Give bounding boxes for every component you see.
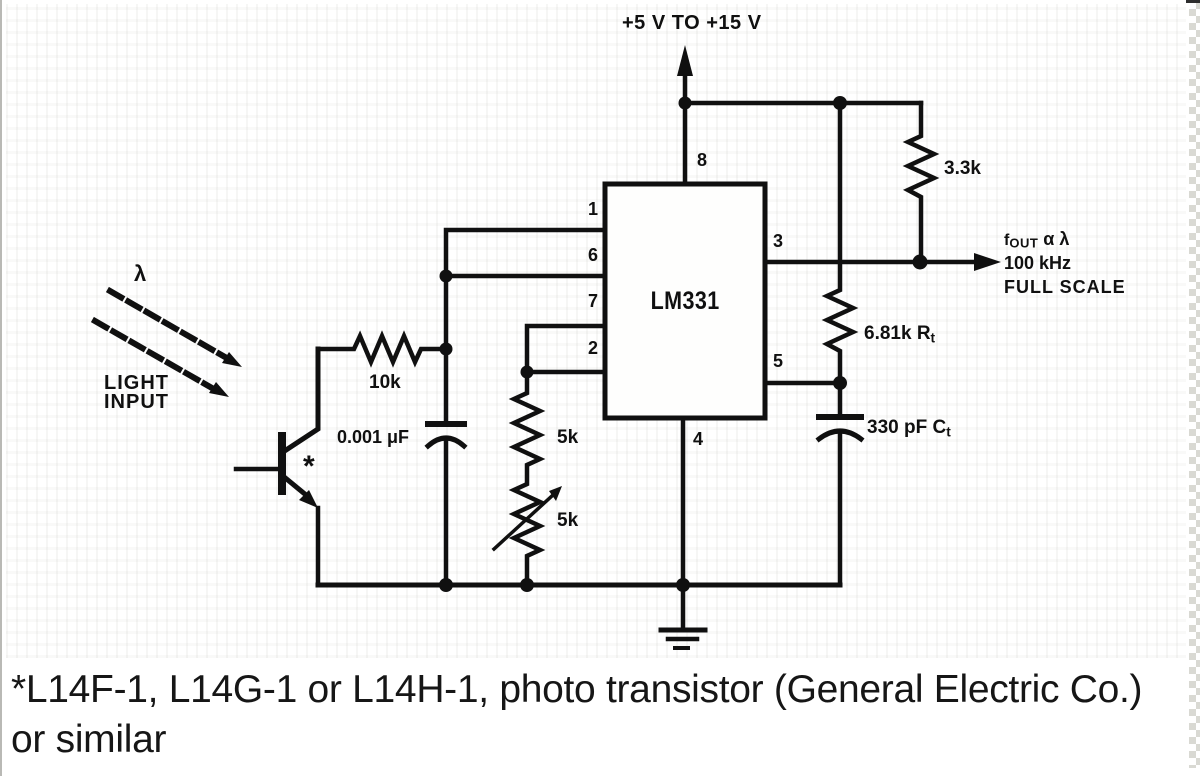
pin5-label: 5 [773, 351, 784, 371]
cap-0p001uf-label: 0.001 μF [337, 427, 410, 447]
resistor-5k-fixed-label: 5k [557, 427, 579, 448]
pin7-label: 7 [588, 291, 599, 311]
junction-dot [678, 96, 692, 110]
ic-part-number: LM331 [650, 286, 720, 315]
page-right-halftone-strip [1189, 2, 1200, 768]
resistor-3p3k [902, 100, 940, 265]
output-f-rest: α λ [1038, 229, 1070, 249]
wire-pin1 [443, 227, 608, 424]
output-fullscale-label: FULL SCALE [1004, 277, 1126, 297]
caption-line2: or similar [11, 718, 167, 761]
junction-dot [676, 578, 690, 592]
light-ray-1-arrowhead [222, 352, 242, 367]
supply-voltage-label: +5 V TO +15 V [622, 12, 762, 34]
page-left-edge [0, 0, 2, 776]
junction-dot [833, 96, 847, 110]
light-input-label-line1: LIGHT [104, 372, 169, 394]
resistor-5k-pot-label: 5k [557, 510, 579, 531]
cap-330pf-sub: t [946, 424, 951, 440]
pin8-label: 8 [697, 150, 708, 170]
cap-330pf-text: 330 pF C [867, 417, 947, 438]
resistor-5k-chain [508, 369, 546, 588]
resistor-6p81k-sub: t [930, 330, 936, 346]
ic-outline [602, 181, 768, 421]
light-ray-1 [105, 286, 230, 362]
junction-dot [520, 578, 534, 592]
pot-wiper-line [491, 492, 556, 552]
lambda-symbol: λ [134, 261, 147, 286]
caption-line1: *L14F-1, L14G-1 or L14H-1, photo transis… [11, 668, 1143, 711]
output-freq-label: fOUT α λ [1004, 230, 1069, 250]
resistor-10k-label: 10k [369, 372, 401, 393]
junction-dot [912, 254, 928, 270]
resistor-6p81k [821, 100, 859, 417]
pin6-label: 6 [588, 245, 599, 265]
page-corner-mark [1186, 0, 1200, 3]
resistor-6p81k-text: 6.81k R [864, 323, 931, 344]
pot-arrowhead [549, 486, 562, 501]
pin4-label: 4 [693, 429, 704, 449]
output-f: f [1004, 232, 1010, 249]
pin1-label: 1 [588, 199, 599, 219]
junction-dot [833, 376, 847, 390]
output-100khz-label: 100 kHz [1004, 253, 1072, 273]
light-input-label-line2: INPUT [104, 391, 169, 413]
transistor-footnote-star: * [303, 450, 315, 483]
transistor-emitter [279, 472, 310, 499]
ic-body: LM331 [605, 184, 765, 418]
pin2-label: 2 [588, 338, 599, 358]
junction-dot [439, 578, 453, 592]
resistor-6p81k-label: 6.81k Rt [864, 324, 935, 345]
cap-330pf-label: 330 pF Ct [867, 418, 951, 439]
pin3-label: 3 [773, 231, 784, 251]
output-arrowhead [974, 253, 1001, 271]
supply-arrowhead [677, 45, 693, 76]
junction-dot [439, 342, 453, 356]
wire-collector [279, 346, 321, 456]
emitter-arrowhead [299, 490, 318, 508]
light-ray-2-arrowhead [209, 382, 229, 397]
output-f-sub: OUT [1009, 235, 1039, 251]
wire-pin7 [524, 323, 608, 375]
resistor-10k [315, 330, 449, 368]
light-ray-2 [90, 316, 217, 393]
resistor-3p3k-label: 3.3k [944, 158, 981, 179]
junction-dot [439, 269, 453, 283]
junction-dot [520, 365, 534, 379]
